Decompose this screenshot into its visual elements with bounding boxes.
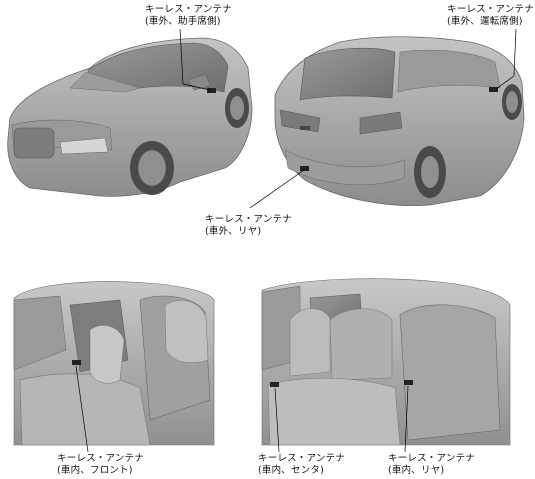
label-rear-exterior-location: (車外、リヤ) (205, 225, 262, 237)
label-interior-center: キーレス・アンテナ (車内、センタ) (258, 453, 345, 476)
antenna-marker-icon (72, 360, 81, 365)
label-interior-rear-title: キーレス・アンテナ (388, 453, 475, 464)
label-front-passenger: キーレス・アンテナ (車外、助手席側) (145, 4, 232, 27)
label-front-passenger-title: キーレス・アンテナ (145, 4, 232, 15)
car-rear-view (249, 28, 525, 209)
label-interior-front-location: (車内、フロント) (57, 464, 133, 476)
antenna-marker-icon (300, 166, 309, 171)
interior-rear-view (261, 278, 511, 453)
label-interior-center-title: キーレス・アンテナ (258, 453, 345, 464)
label-driver-side-location: (車外、運転席側) (447, 15, 523, 27)
label-interior-rear: キーレス・アンテナ (車内、リヤ) (388, 453, 475, 476)
antenna-marker-icon (404, 380, 413, 385)
label-interior-center-location: (車内、センタ) (258, 464, 325, 476)
label-interior-front-title: キーレス・アンテナ (57, 453, 144, 464)
label-driver-side-title: キーレス・アンテナ (447, 4, 534, 15)
antenna-marker-icon (207, 88, 216, 93)
label-interior-rear-location: (車内、リヤ) (388, 464, 445, 476)
label-rear-exterior: キーレス・アンテナ (車外、リヤ) (205, 214, 292, 237)
interior-front-view (13, 281, 215, 453)
label-rear-exterior-title: キーレス・アンテナ (205, 214, 292, 225)
label-driver-side: キーレス・アンテナ (車外、運転席側) (447, 4, 534, 27)
antenna-marker-icon (489, 87, 498, 92)
antenna-marker-icon (270, 382, 279, 387)
label-interior-front: キーレス・アンテナ (車内、フロント) (57, 453, 144, 476)
label-front-passenger-location: (車外、助手席側) (145, 15, 221, 27)
car-front-view (7, 28, 253, 197)
